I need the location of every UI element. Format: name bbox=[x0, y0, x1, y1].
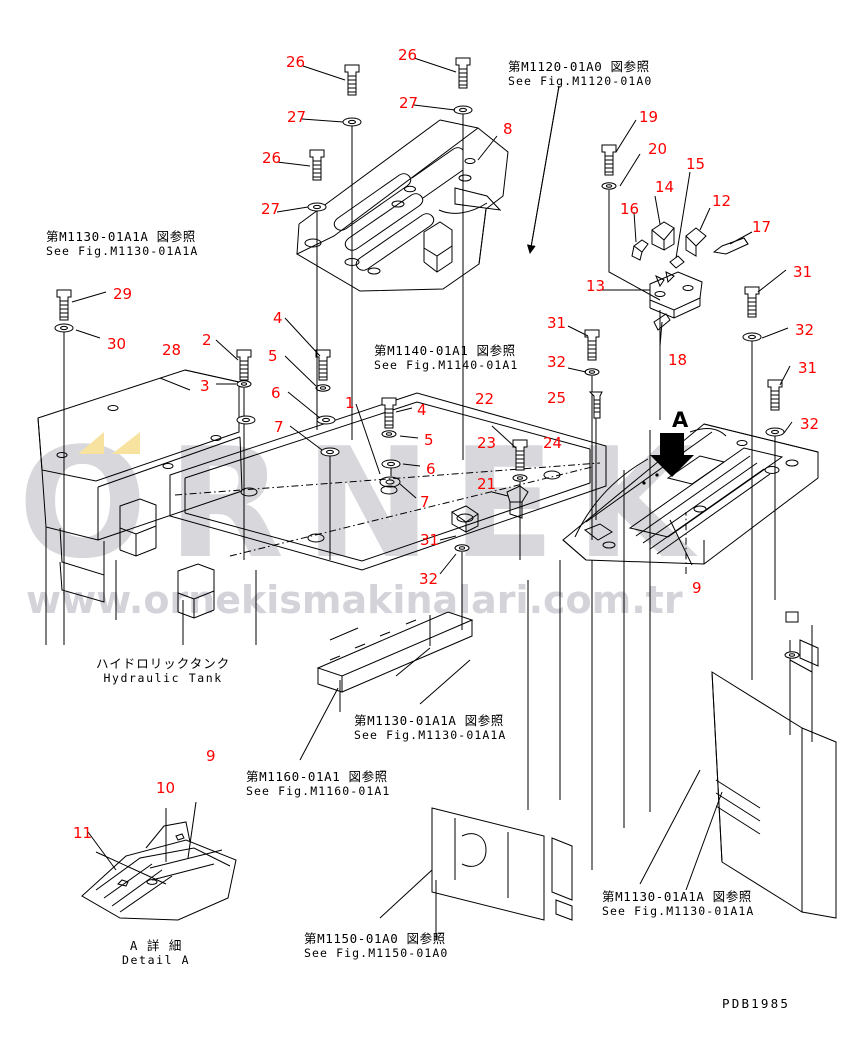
item-number-11: 11 bbox=[73, 824, 93, 842]
item-number-27: 27 bbox=[399, 94, 419, 112]
item-number-27: 27 bbox=[287, 108, 307, 126]
caption-jp: A 詳 細 bbox=[129, 938, 183, 953]
clip-cluster-12-20 bbox=[600, 120, 752, 420]
item-number-31: 31 bbox=[798, 359, 818, 377]
section-marker-a: A bbox=[672, 408, 689, 432]
ref-en: See Fig.M1140-01A1 bbox=[374, 358, 519, 372]
item-number-10: 10 bbox=[156, 779, 176, 797]
item-number-6: 6 bbox=[426, 460, 436, 478]
item-number-23: 23 bbox=[477, 434, 497, 452]
item-number-29: 29 bbox=[113, 285, 133, 303]
item-number-20: 20 bbox=[648, 140, 668, 158]
item-number-15: 15 bbox=[686, 155, 706, 173]
hydraulic-tank-frame bbox=[42, 437, 256, 645]
drawing-code: PDB1985 bbox=[722, 996, 791, 1011]
item-number-30: 30 bbox=[107, 335, 127, 353]
item-number-14: 14 bbox=[655, 178, 675, 196]
item-number-25: 25 bbox=[547, 389, 567, 407]
item-number-16: 16 bbox=[620, 200, 640, 218]
item-number-28: 28 bbox=[162, 341, 182, 359]
item-number-24: 24 bbox=[543, 434, 563, 452]
item-number-26: 26 bbox=[398, 46, 418, 64]
item-number-8: 8 bbox=[503, 120, 513, 138]
section-arrow-a bbox=[650, 433, 694, 477]
item-number-5: 5 bbox=[424, 431, 434, 449]
ref-m1140-01a1: 第M1140-01A1 図参照 See Fig.M1140-01A1 bbox=[374, 343, 519, 373]
ref-jp: 第M1130-01A1A 図参照 bbox=[602, 889, 752, 904]
ref-en: See Fig.M1120-01A0 bbox=[508, 74, 653, 88]
item-number-7: 7 bbox=[420, 493, 430, 511]
ref-en: See Fig.M1150-01A0 bbox=[304, 946, 449, 960]
ref-jp: 第M1130-01A1A 図参照 bbox=[46, 229, 196, 244]
ref-jp: 第M1120-01A0 図参照 bbox=[508, 59, 650, 74]
ref-m1150-01a0: 第M1150-01A0 図参照 See Fig.M1150-01A0 bbox=[304, 931, 449, 961]
item-number-17: 17 bbox=[752, 218, 772, 236]
ref-m1160-01a1: 第M1160-01A1 図参照 See Fig.M1160-01A1 bbox=[246, 769, 391, 799]
leader-lines-upper bbox=[277, 58, 559, 254]
left-fasteners-29-30 bbox=[54, 289, 106, 530]
ref-jp: 第M1150-01A0 図参照 bbox=[304, 931, 446, 946]
item-number-32: 32 bbox=[419, 570, 439, 588]
top-cover-panel bbox=[297, 120, 508, 291]
item-number-27: 27 bbox=[261, 200, 281, 218]
caption-en: Detail A bbox=[122, 953, 191, 967]
detail-a-part bbox=[82, 802, 236, 920]
logo-triangle-right bbox=[112, 432, 140, 454]
ref-m1130-01a1a-bot: 第M1130-01A1A 図参照 See Fig.M1130-01A1A bbox=[602, 889, 755, 919]
item-number-32: 32 bbox=[547, 353, 567, 371]
ref-m1120-01a0: 第M1120-01A0 図参照 See Fig.M1120-01A0 bbox=[508, 59, 653, 89]
item-number-32: 32 bbox=[795, 321, 815, 339]
ref-m1130-01a1a-top: 第M1130-01A1A 図参照 See Fig.M1130-01A1A bbox=[46, 229, 199, 259]
ref-en: See Fig.M1130-01A1A bbox=[602, 904, 755, 918]
item-number-3: 3 bbox=[200, 377, 210, 395]
item-number-9: 9 bbox=[206, 747, 216, 765]
item-number-22: 22 bbox=[475, 390, 495, 408]
item-number-5: 5 bbox=[268, 347, 278, 365]
item-number-31: 31 bbox=[547, 314, 567, 332]
right-lower-panel bbox=[686, 612, 836, 918]
ref-m1130-01a1a-mid: 第M1130-01A1A 図参照 See Fig.M1130-01A1A bbox=[354, 713, 507, 743]
ref-en: See Fig.M1130-01A1A bbox=[354, 728, 507, 742]
right-fasteners bbox=[742, 270, 792, 680]
item-number-1: 1 bbox=[345, 394, 355, 412]
item-number-9: 9 bbox=[692, 579, 702, 597]
item-number-7: 7 bbox=[274, 418, 284, 436]
item-number-13: 13 bbox=[586, 277, 606, 295]
item-number-12: 12 bbox=[712, 192, 732, 210]
caption-hydraulic-tank: ハイドロリックタンク Hydraulic Tank bbox=[96, 656, 230, 686]
item-number-26: 26 bbox=[262, 149, 282, 167]
right-ribbed-deck bbox=[0, 0, 818, 574]
fastener-stack-26-27 bbox=[307, 57, 473, 330]
caption-jp: ハイドロリックタンク bbox=[96, 656, 231, 671]
ref-en: See Fig.M1130-01A1A bbox=[46, 244, 199, 258]
item-number-26: 26 bbox=[286, 53, 306, 71]
item-number-4: 4 bbox=[273, 309, 283, 327]
item-number-31: 31 bbox=[420, 531, 440, 549]
center-fasteners bbox=[216, 318, 420, 520]
assembly-leaders bbox=[64, 300, 700, 884]
ref-en: See Fig.M1160-01A1 bbox=[246, 784, 391, 798]
item-number-31: 31 bbox=[793, 263, 813, 281]
item-number-6: 6 bbox=[271, 384, 281, 402]
ref-jp: 第M1130-01A1A 図参照 bbox=[354, 713, 504, 728]
item-number-4: 4 bbox=[417, 401, 427, 419]
watermark-url: www.ornekismakinalari.com.tr bbox=[26, 578, 683, 622]
item-number-21: 21 bbox=[477, 475, 497, 493]
logo-triangle-left bbox=[78, 432, 104, 454]
caption-en: Hydraulic Tank bbox=[103, 671, 223, 685]
ref-jp: 第M1140-01A1 図参照 bbox=[374, 343, 516, 358]
item-number-32: 32 bbox=[800, 415, 820, 433]
ref-jp: 第M1160-01A1 図参照 bbox=[246, 769, 388, 784]
lower-rail-assembly bbox=[318, 612, 472, 692]
item-number-18: 18 bbox=[668, 351, 688, 369]
caption-detail-a: A 詳 細 Detail A bbox=[122, 938, 190, 968]
bracket-fasteners-21-25 bbox=[440, 326, 612, 630]
bottom-center-frame bbox=[380, 430, 650, 940]
item-number-2: 2 bbox=[202, 331, 212, 349]
item-number-19: 19 bbox=[639, 108, 659, 126]
